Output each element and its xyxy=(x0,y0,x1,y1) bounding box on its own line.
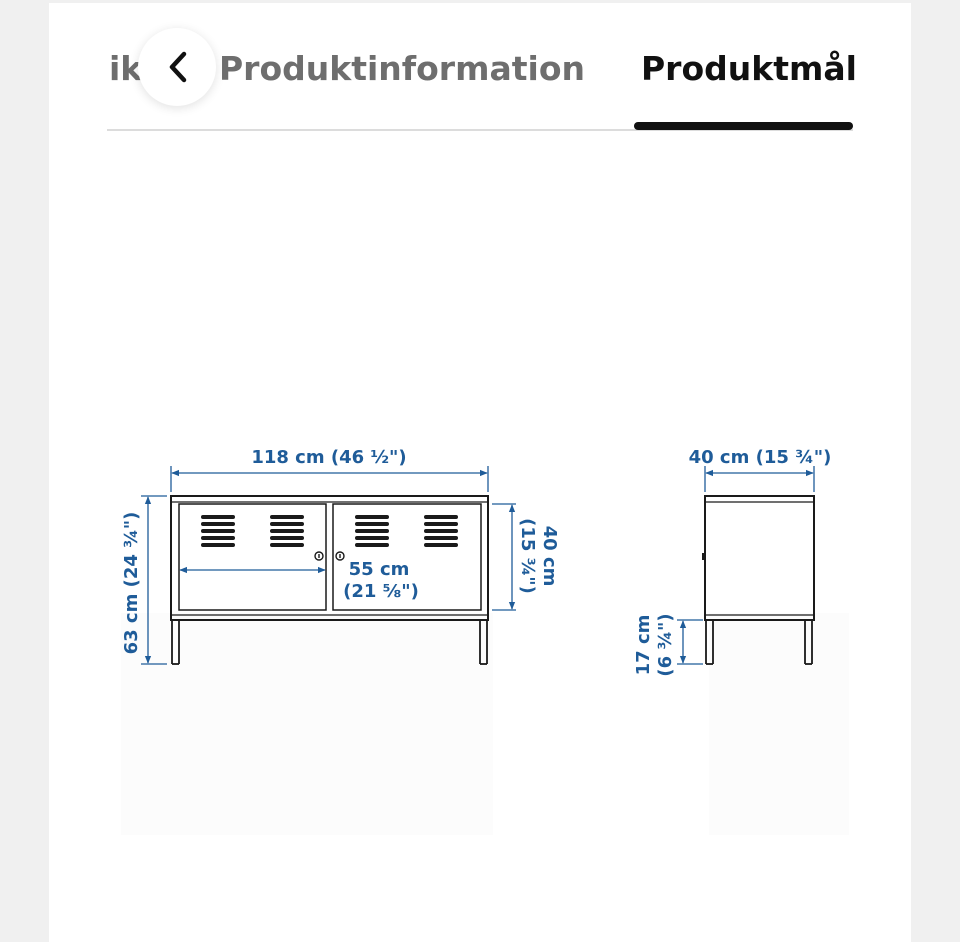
active-tab-indicator xyxy=(634,122,853,130)
drawing-backdrop-front xyxy=(121,613,493,835)
total-height-label: 63 cm (24 ¾") xyxy=(121,512,142,655)
cabinet-front-view xyxy=(170,495,489,665)
cabinet-height-in-label: (15 ¾") xyxy=(517,518,538,594)
tab-bar-divider xyxy=(107,129,853,131)
product-panel: ik Produktinformation Produktmål xyxy=(49,3,911,942)
door-lock-icons xyxy=(314,551,345,561)
door-width-in-label: (21 ⅝") xyxy=(343,581,419,602)
side-handle xyxy=(702,553,705,560)
back-button[interactable] xyxy=(138,28,216,106)
dimension-drawing: 118 cm (46 ½") 40 cm (15 ¾") 63 cm (24 ¾… xyxy=(121,447,832,677)
leg-height-in-label: (6 ¾") xyxy=(655,613,676,676)
cabinet-height-cm-label: 40 cm xyxy=(539,526,560,587)
front-width-label: 118 cm (46 ½") xyxy=(251,447,406,468)
dimension-lines xyxy=(141,466,815,665)
depth-label: 40 cm (15 ¾") xyxy=(689,447,832,468)
tab-produktinformation[interactable]: Produktinformation xyxy=(219,49,585,88)
chevron-left-icon xyxy=(169,51,187,83)
drawing-backdrop-side xyxy=(709,613,849,835)
cabinet-side-view xyxy=(704,495,815,665)
door-vents xyxy=(201,515,458,547)
door-width-cm-label: 55 cm xyxy=(349,559,410,580)
leg-height-cm-label: 17 cm xyxy=(633,615,654,676)
tab-produktmal[interactable]: Produktmål xyxy=(641,49,857,88)
tab-previous-partial[interactable]: ik xyxy=(109,49,143,88)
